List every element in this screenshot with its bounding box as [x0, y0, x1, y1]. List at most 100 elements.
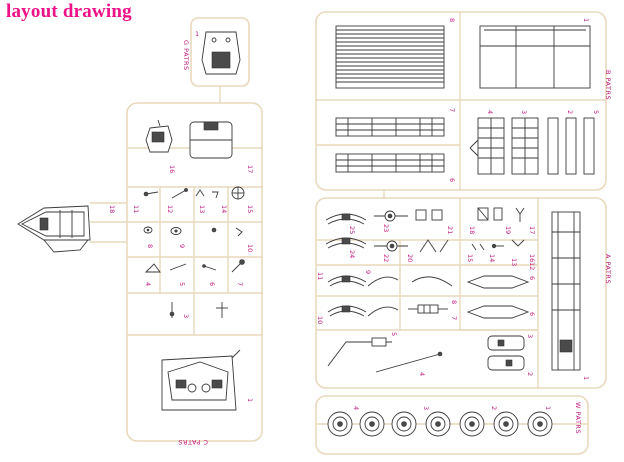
c-small-peg	[211, 227, 217, 233]
c17-part	[189, 121, 233, 159]
part-number: 2	[526, 372, 534, 376]
part-number: 15	[246, 205, 254, 213]
a18-part	[477, 207, 489, 221]
part-number: 1	[582, 376, 590, 380]
a6-axle-beam-part	[466, 275, 530, 289]
part-number: 23	[382, 224, 390, 232]
wheel-part	[359, 411, 385, 437]
wheel-part	[391, 411, 417, 437]
a10-leaf-spring-part	[327, 305, 367, 317]
part-number: 2	[566, 110, 574, 114]
c13-part	[195, 189, 205, 197]
c9-part	[170, 227, 182, 235]
g-panel-label: G PATRS	[182, 40, 190, 71]
part-number: 17	[528, 226, 536, 234]
part-number: 5	[390, 332, 398, 336]
a19-part	[493, 207, 503, 221]
wheel-part	[493, 411, 519, 437]
part-number: 14	[488, 254, 496, 262]
b4-end-gate-part	[469, 117, 505, 175]
b8-deck-part	[335, 25, 445, 89]
part-number: 16	[528, 254, 536, 262]
part-number: 11	[132, 205, 140, 213]
b2-panel-part	[547, 117, 595, 175]
a3-fuel-tank-part	[487, 335, 525, 351]
part-number: 7	[448, 108, 456, 112]
part-number: 4	[352, 406, 360, 410]
a25-leaf-spring-part	[325, 213, 367, 225]
c14-part	[212, 191, 219, 199]
a-panel-label: A PATRS	[604, 254, 612, 284]
a9-rod-part	[367, 276, 399, 287]
a21-bracket-part	[415, 209, 443, 221]
part-number: 21	[446, 226, 454, 234]
part-number: 25	[348, 226, 356, 234]
part-number: 8	[450, 300, 458, 304]
part-number: 4	[144, 282, 152, 286]
part-number: 5	[178, 282, 186, 286]
a7-shock-part	[408, 304, 448, 314]
part-number: 3	[520, 110, 528, 114]
a12-part	[511, 239, 525, 247]
part-number: 14	[220, 205, 228, 213]
part-number: 6	[528, 276, 536, 280]
c16-part	[145, 119, 173, 153]
part-number: 3	[526, 334, 534, 338]
w-parts-panel: W PATRS 4 3 2 1	[315, 395, 589, 455]
part-number: 12	[528, 262, 536, 270]
a-parts-panel: A PATRS 25 24 23 22 21 20	[315, 197, 612, 389]
a24-leaf-spring-part	[325, 237, 367, 249]
b-parts-panel: B PATRS 8 1	[315, 11, 612, 198]
a8-rod-part	[411, 276, 453, 287]
c-parts-panel: C PATRS 16 17 11 12 13 14 15 8	[90, 102, 263, 446]
part-number: 6	[448, 178, 456, 182]
a11-leaf-spring-part	[327, 275, 367, 287]
part-number: 22	[382, 254, 390, 262]
w-panel-label: W PATRS	[574, 402, 582, 434]
c10-part	[235, 227, 243, 237]
part-number: 5	[592, 110, 600, 114]
part-number: 12	[166, 205, 174, 213]
part-number: 1	[582, 18, 590, 22]
part-number: 20	[406, 254, 414, 262]
a20-link-part	[419, 239, 449, 253]
part-number: 4	[486, 110, 494, 114]
b7-side-rail-part	[335, 117, 445, 137]
part-number: 3	[422, 406, 430, 410]
page-title: layout drawing	[6, 1, 132, 22]
a6-axle-beam-part-2	[466, 305, 530, 319]
part-number: 19	[504, 226, 512, 234]
part-number: 18	[468, 226, 476, 234]
part-number: 10	[246, 244, 254, 252]
part-number: 3	[182, 314, 190, 318]
g1-part	[201, 31, 241, 75]
a5-long-rod-part	[327, 337, 392, 367]
a17-part	[515, 207, 525, 222]
a14-part	[491, 243, 504, 249]
part-number: 18	[108, 205, 116, 213]
c11-part	[143, 191, 159, 197]
c18-cab-body-part	[17, 205, 91, 253]
a9-rod-part-2	[367, 306, 399, 317]
a4-long-rod-part	[375, 351, 443, 373]
part-number: 17	[246, 165, 254, 173]
b6-side-rail-part	[335, 153, 445, 173]
c4-part	[144, 263, 161, 273]
part-number: 16	[168, 165, 176, 173]
c6-part	[202, 264, 217, 271]
c3-part-a	[169, 302, 175, 318]
part-number: 1	[544, 406, 552, 410]
c15-wheel-part	[231, 186, 245, 200]
part-number: 4	[418, 372, 426, 376]
b1-floor-part	[479, 25, 591, 89]
a1-chassis-frame-part	[551, 211, 581, 371]
c-panel-label: C PATRS	[178, 438, 208, 446]
part-number: 8	[448, 18, 456, 22]
wheel-part	[425, 411, 451, 437]
part-number: 9	[178, 244, 186, 248]
c7-part	[231, 259, 245, 273]
c5-part	[169, 263, 187, 271]
g-parts-panel: G PATRS 1	[182, 17, 250, 103]
part-number: 10	[316, 316, 324, 324]
